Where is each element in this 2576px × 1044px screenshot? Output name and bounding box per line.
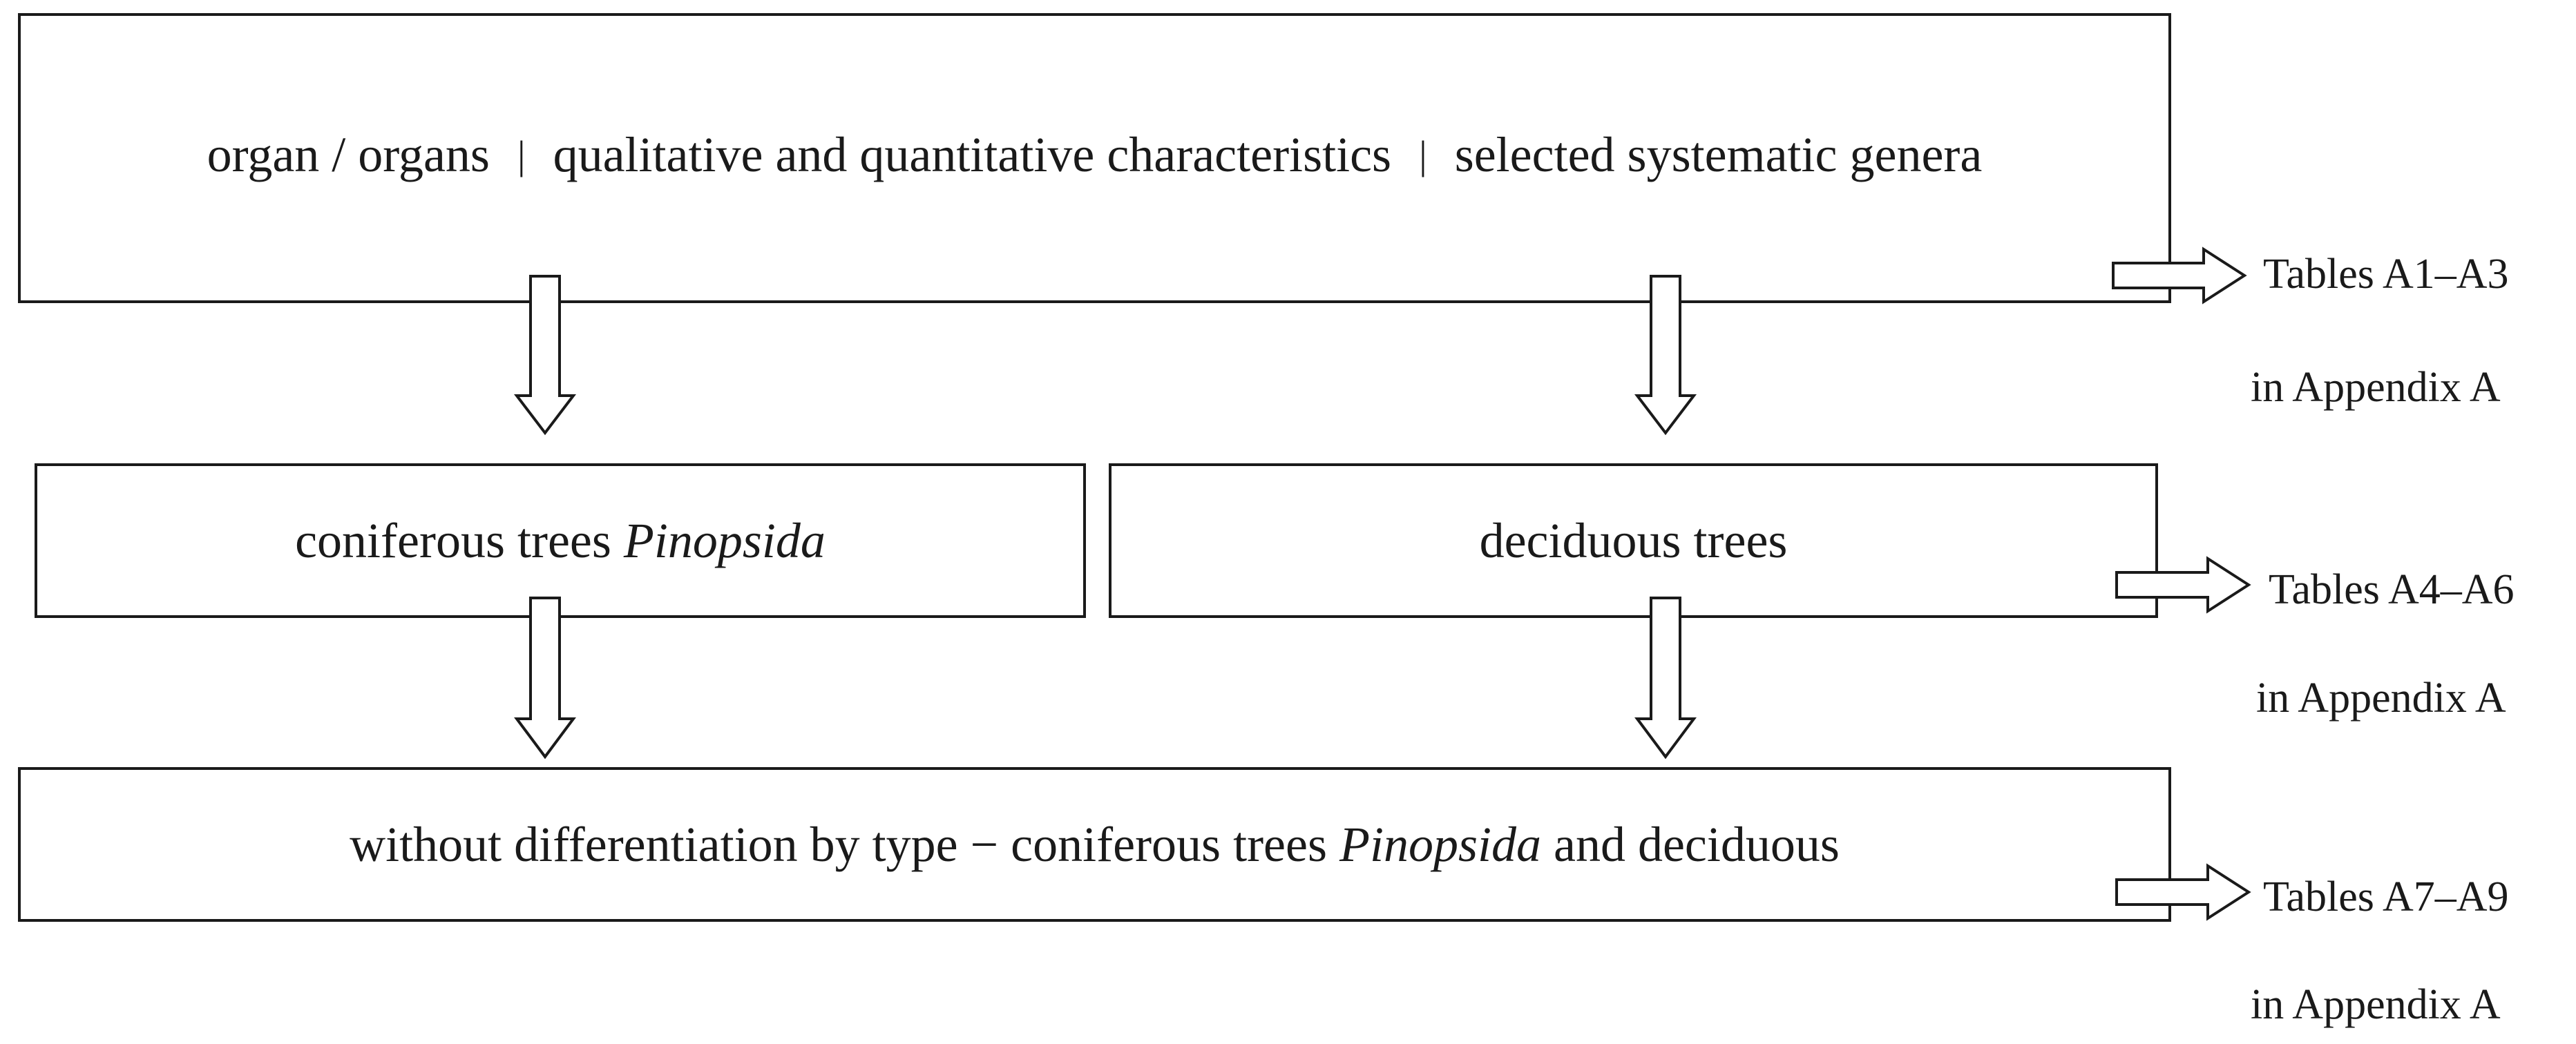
top-part-characteristics: qualitative and quantitative characteris…	[553, 126, 1392, 182]
down-arrow-top-left	[513, 275, 577, 436]
top-part-organ: organ / organs	[207, 126, 490, 182]
top-box-label: organ / organs | qualitative and quantit…	[207, 126, 1983, 184]
combined-taxon: Pinopsida	[1339, 816, 1541, 872]
separator: |	[517, 132, 526, 177]
combined-label: without differentiation by type − conife…	[350, 816, 1840, 873]
right-arrow-ref-2	[2115, 556, 2251, 614]
reference-2-tables: Tables A4–A6	[2269, 566, 2515, 613]
right-arrow-ref-3	[2115, 863, 2251, 921]
combined-suffix: and deciduous	[1541, 816, 1840, 872]
down-arrow-top-right	[1634, 275, 1697, 436]
reference-3-location: in Appendix A	[2251, 981, 2501, 1028]
right-arrow-ref-1	[2112, 246, 2247, 304]
reference-1-location: in Appendix A	[2251, 364, 2501, 411]
coniferous-label: coniferous trees Pinopsida	[295, 512, 826, 570]
coniferous-box: coniferous trees Pinopsida	[35, 463, 1086, 618]
reference-3-tables: Tables A7–A9	[2263, 873, 2509, 920]
down-arrow-mid-left	[514, 597, 576, 760]
top-box: organ / organs | qualitative and quantit…	[18, 13, 2171, 303]
separator: |	[1419, 132, 1427, 177]
down-arrow-mid-right	[1634, 597, 1697, 760]
top-part-genera: selected systematic genera	[1454, 126, 1983, 182]
deciduous-label: deciduous trees	[1479, 512, 1788, 568]
reference-2-location: in Appendix A	[2256, 675, 2506, 722]
deciduous-box: deciduous trees	[1109, 463, 2158, 618]
reference-1-tables: Tables A1–A3	[2263, 251, 2509, 298]
combined-box: without differentiation by type − conife…	[18, 767, 2171, 922]
coniferous-taxon: Pinopsida	[623, 512, 826, 568]
coniferous-prefix: coniferous trees	[295, 512, 624, 568]
combined-prefix: without differentiation by type − conife…	[350, 816, 1339, 872]
